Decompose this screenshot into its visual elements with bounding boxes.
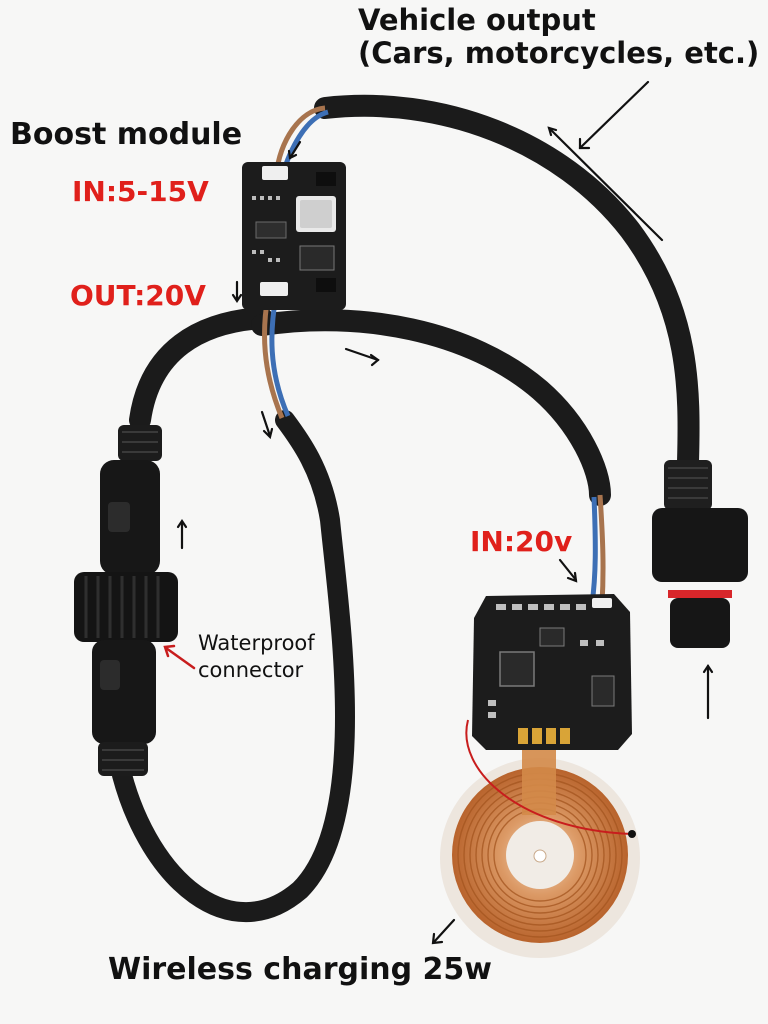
charger-input-voltage: IN:20v [470, 525, 573, 558]
boost-input-voltage: IN:5-15V [72, 175, 209, 208]
charger-board [472, 594, 632, 750]
annotation-arrows [176, 80, 714, 945]
waterproof-connector [74, 425, 178, 776]
charging-coil [440, 719, 640, 958]
lower-loop-cable [112, 410, 355, 922]
charger-wire-blue [589, 496, 598, 605]
vehicle-output-cable [314, 94, 700, 473]
main-loop-cable [129, 307, 273, 431]
waterproof-label-line2: connector [198, 658, 304, 683]
boost-module-label: Boost module [10, 117, 243, 152]
vehicle-output-label: Vehicle output (Cars, motorcycles, etc.) [358, 3, 760, 71]
vehicle-output-title: Vehicle output [358, 3, 596, 37]
wireless-charging-label: Wireless charging 25w [108, 952, 492, 987]
boost-output-voltage: OUT:20V [70, 279, 206, 312]
waterproof-arrow [163, 644, 196, 670]
charger-feed-cable [251, 309, 611, 506]
charger-wire-brown [597, 494, 606, 605]
boost-module-board [242, 162, 346, 310]
waterproof-connector-label: Waterproof connector [198, 630, 315, 685]
waterproof-label-line1: Waterproof [198, 631, 315, 655]
vehicle-plug [652, 460, 748, 648]
vehicle-output-subtitle: (Cars, motorcycles, etc.) [358, 36, 760, 71]
